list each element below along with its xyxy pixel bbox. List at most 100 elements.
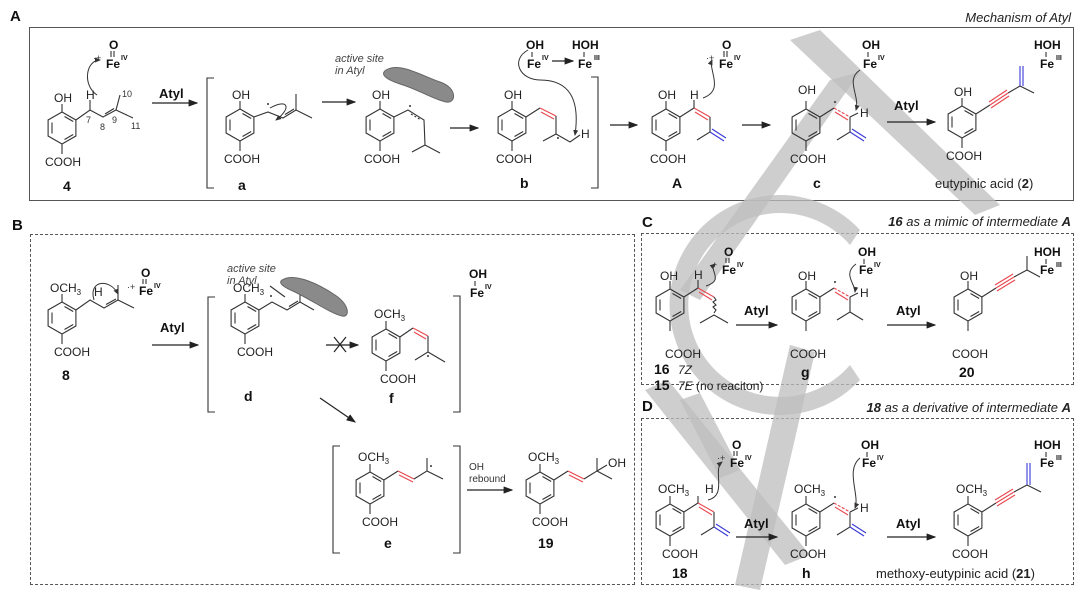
intermediate-A: OH H COOH A O Fe IV ·+: [650, 38, 741, 191]
oh-label: OH: [504, 88, 522, 102]
oxidation-state: III: [1056, 262, 1062, 269]
watermark-stroke: [735, 345, 815, 590]
compound-20: OH COOH 20 HOH Fe III: [952, 245, 1062, 380]
fe-label: Fe: [527, 57, 541, 71]
panel-a-frame: [29, 27, 1074, 201]
bracket-right: [453, 445, 461, 554]
compound-8: OCH3 H COOH 8 O Fe IV ·+: [47, 266, 161, 383]
enzyme-label: Atyl: [896, 303, 921, 318]
cooh-label: COOH: [790, 152, 826, 166]
fe-hydroxo-oh: OH: [469, 267, 487, 281]
fe-label: Fe: [1040, 456, 1054, 470]
h-label: H: [94, 285, 103, 299]
methoxy-eutypinic-acid-21: OCH3 COOH methoxy-eutypinic acid (21) HO…: [876, 438, 1062, 581]
atom-number: 7: [86, 115, 91, 125]
oh-label: OH: [660, 269, 678, 283]
intermediate-rotated: OH COOH: [364, 88, 441, 166]
h-label: H: [694, 268, 703, 282]
active-site-label: active site: [335, 53, 384, 65]
rotation-hint: [269, 285, 286, 298]
fe-label: Fe: [719, 57, 733, 71]
oxidation-state: III: [1056, 55, 1062, 62]
och3-label: OCH3: [528, 450, 560, 466]
compound-18: OCH3 H COOH 18 O Fe IV ·+: [655, 438, 752, 581]
enzyme-label: Atyl: [159, 86, 184, 101]
water-label: HOH: [572, 38, 599, 52]
oxidation-state: IV: [877, 455, 884, 462]
water-label: HOH: [1034, 245, 1061, 259]
cooh-label: COOH: [532, 515, 568, 529]
oxidation-state: IV: [878, 55, 885, 62]
h-label: H: [705, 482, 714, 496]
compound-label: f: [389, 390, 394, 406]
compound-label: 19: [538, 535, 554, 551]
cooh-label: COOH: [650, 152, 686, 166]
compound-4: OH H COOH 7 8 9 10 11 4: [45, 88, 140, 194]
oh-label: OH: [232, 88, 250, 102]
panel-d-frame: [641, 418, 1074, 585]
och3-label: OCH3: [233, 281, 265, 297]
panel-c-title-compound: 16: [888, 214, 903, 229]
oh-label: OH: [372, 88, 390, 102]
watermark-stroke: [680, 393, 740, 478]
oh-label: OH: [658, 88, 676, 102]
cooh-label: COOH: [790, 347, 826, 361]
panel-c-title-intermediate: A: [1061, 214, 1071, 229]
panel-c-letter: C: [642, 214, 653, 231]
fe-hydroxo-oh: OH: [858, 245, 876, 259]
reaction-arrow: [319, 397, 356, 423]
och3-label: OCH3: [658, 482, 690, 498]
watermark-stroke: [669, 194, 860, 415]
panel-b-letter: B: [12, 217, 23, 234]
intermediate-c: H OH COOH c OH Fe IV: [790, 38, 885, 191]
enzyme-label: Atyl: [160, 320, 185, 335]
compound-label: 8: [62, 367, 70, 383]
oh-label: OH: [608, 456, 626, 470]
active-site-label: active site: [227, 263, 276, 275]
oxo-label: O: [109, 38, 118, 52]
oh-label: OH: [798, 83, 816, 97]
isomer-note: 7E (no reaciton): [678, 379, 763, 393]
intermediate-f: OCH3 COOH f: [371, 307, 446, 406]
oxidation-state: IV: [121, 55, 128, 62]
bracket-left: [206, 77, 214, 189]
atom-number: 10: [122, 89, 132, 99]
cooh-label: COOH: [54, 345, 90, 359]
active-site-label: in Atyl: [335, 65, 365, 77]
compound-label: 16: [654, 361, 670, 377]
fe-label: Fe: [578, 57, 592, 71]
fe-label: Fe: [863, 57, 877, 71]
cooh-label: COOH: [952, 547, 988, 561]
h-label: H: [860, 286, 869, 300]
enzyme-label: Atyl: [744, 516, 769, 531]
radical-cation: ·+: [717, 453, 725, 463]
atom-number: 11: [131, 121, 140, 131]
oxo-label: O: [732, 438, 741, 452]
oxo-label: O: [724, 245, 733, 259]
intermediate-h: H OCH3 COOH h OH Fe IV: [790, 438, 884, 581]
och3-label: OCH3: [956, 482, 988, 498]
och3-label: OCH3: [374, 307, 406, 323]
compound-label: c: [813, 175, 821, 191]
compound-label: d: [244, 388, 253, 404]
active-site-label: in Atyl: [227, 275, 257, 287]
compound-label: b: [520, 175, 529, 191]
h-label: H: [86, 88, 95, 102]
atom-number: 8: [100, 122, 105, 132]
fe-hydroxo-oh: OH: [861, 438, 879, 452]
fe-oxo-complex: O Fe IV ·+: [87, 38, 128, 96]
panel-c-title-text: as a mimic of intermediate: [902, 214, 1062, 229]
h-label: H: [860, 501, 869, 515]
cooh-label: COOH: [224, 152, 260, 166]
h-label: H: [581, 127, 590, 141]
atom-number: 9: [112, 115, 117, 125]
h-label: H: [690, 88, 699, 102]
panel-a-letter: A: [10, 8, 21, 25]
och3-label: OCH3: [794, 482, 826, 498]
compound-16: OH H COOH 16 7Z 15 7E (no reaciton) O Fe…: [654, 245, 763, 393]
watermark-stroke: [680, 72, 860, 300]
panel-a-title: Mechanism of Atyl: [965, 10, 1071, 25]
oxo-label: O: [141, 266, 150, 280]
water-label: HOH: [1034, 38, 1061, 52]
panel-d-letter: D: [642, 398, 653, 415]
